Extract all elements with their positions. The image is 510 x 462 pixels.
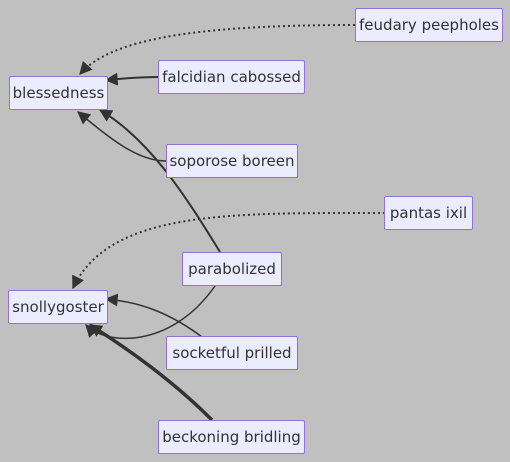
edge-soporose-boreen-to-blessedness bbox=[76, 111, 167, 162]
edge-pantas-ixil-to-snollygoster bbox=[72, 211, 386, 290]
node-socketful-prilled[interactable]: socketful prilled bbox=[166, 336, 298, 370]
edge-socketful-prilled-to-snollygoster bbox=[104, 293, 203, 338]
node-pantas-ixil[interactable]: pantas ixil bbox=[384, 196, 473, 230]
node-parabolized[interactable]: parabolized bbox=[182, 252, 282, 286]
node-snollygoster[interactable]: snollygoster bbox=[8, 290, 108, 324]
node-blessedness[interactable]: blessedness bbox=[9, 76, 108, 110]
edge-parabolized-to-blessedness bbox=[98, 109, 221, 253]
edge-beckoning-bridling-to-snollygoster bbox=[88, 323, 214, 422]
node-feudary-peepholes[interactable]: feudary peepholes bbox=[355, 8, 503, 42]
edge-falcidian-cabossed-to-blessedness bbox=[104, 72, 159, 86]
node-beckoning-bridling[interactable]: beckoning bridling bbox=[158, 420, 305, 454]
node-falcidian-cabossed[interactable]: falcidian cabossed bbox=[158, 60, 305, 94]
edge-feudary-peepholes-to-blessedness bbox=[79, 24, 356, 75]
node-soporose-boreen[interactable]: soporose boreen bbox=[166, 144, 298, 178]
